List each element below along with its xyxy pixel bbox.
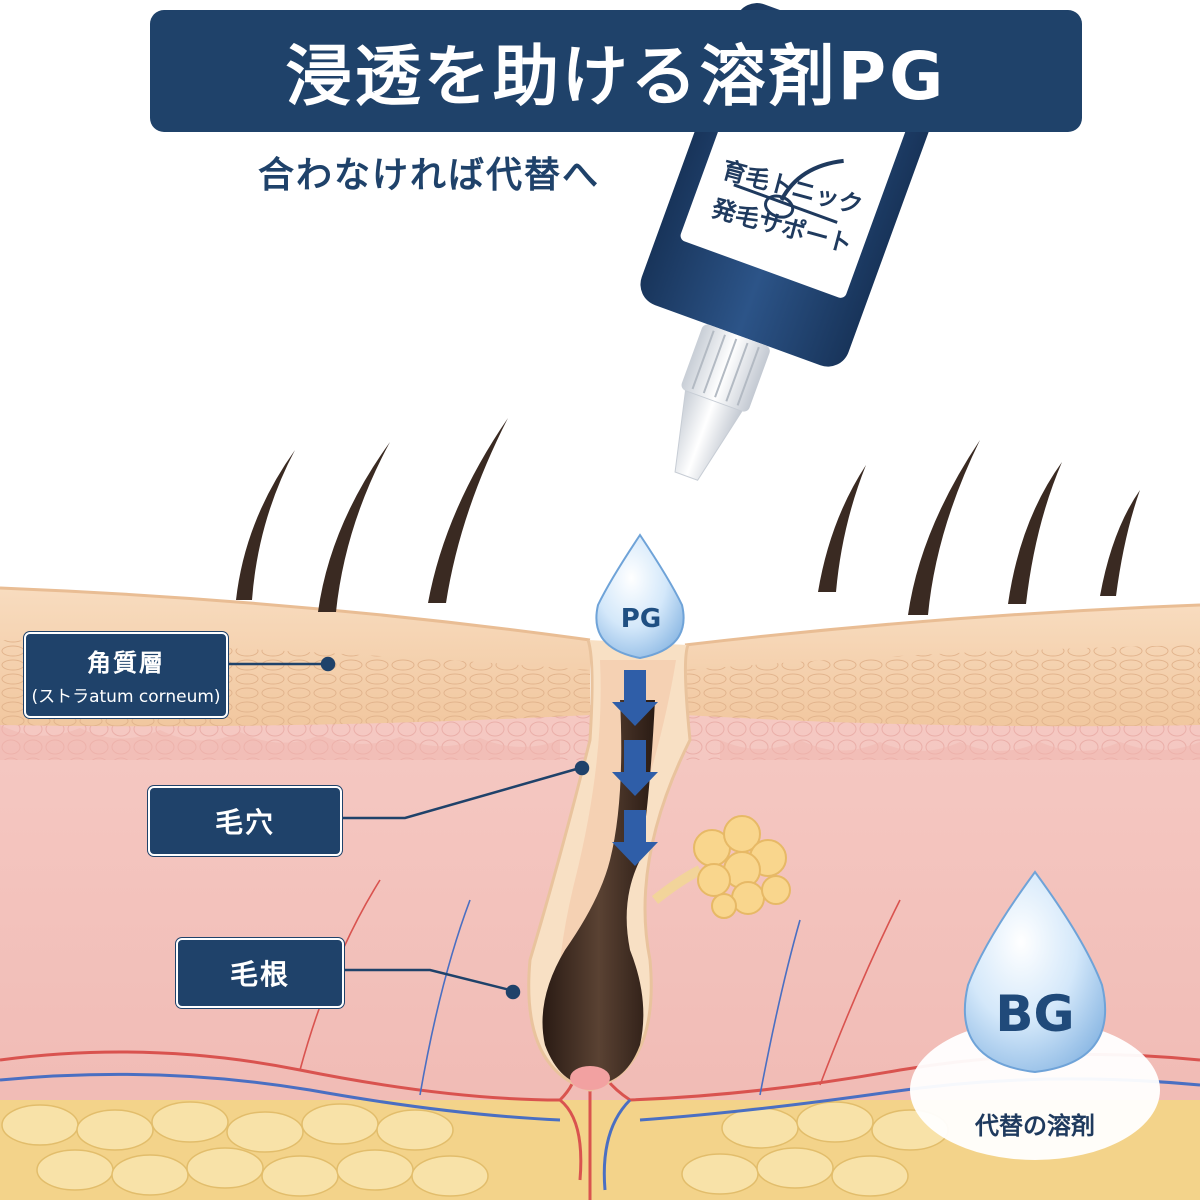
sebaceous-gland xyxy=(651,815,791,919)
bg-drop xyxy=(910,870,1160,1160)
title-banner: 浸透を助ける溶剤PG xyxy=(150,10,1082,132)
pg-drop-label: PG xyxy=(620,604,662,634)
subtitle: 合わなければ代替へ xyxy=(258,155,601,196)
label-pore-text: 毛穴 xyxy=(214,806,275,839)
label-pore: 毛穴 xyxy=(148,786,342,856)
penetration-arrows xyxy=(612,670,658,866)
label-stratum-corneum-title: 角質層 xyxy=(87,649,165,677)
label-hair-root-text: 毛根 xyxy=(229,958,290,991)
hair-strands xyxy=(236,418,1140,615)
page-title: 浸透を助ける溶剤PG xyxy=(285,38,947,115)
leader-lines xyxy=(224,656,590,1000)
bg-caption: 代替の溶剤 xyxy=(975,1112,1095,1140)
label-hair-root: 毛根 xyxy=(176,938,344,1008)
hair-root xyxy=(542,700,655,1085)
pg-drop xyxy=(595,533,685,660)
label-stratum-corneum: 角質層 (ストラatum corneum) xyxy=(24,632,228,718)
label-stratum-corneum-sub: (ストラatum corneum) xyxy=(31,687,221,707)
bg-drop-label: BG xyxy=(995,985,1075,1043)
